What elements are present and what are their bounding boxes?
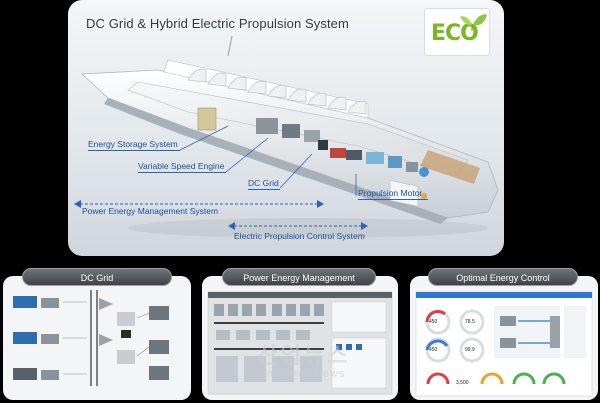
dashboard-value-4: 99.9 <box>465 347 475 353</box>
dashboard-value-3: 450 <box>429 347 438 353</box>
eco-badge-text: ECO <box>431 21 479 46</box>
callout-electric-propulsion-control: Electric Propulsion Control System <box>234 231 365 241</box>
callout-variable-speed-engine: Variable Speed Engine <box>138 161 225 171</box>
ship-illustration <box>81 35 499 238</box>
callout-propulsion-motor: Propulsion Motor <box>358 188 423 198</box>
dashboard-value-5: 3,500 <box>456 380 469 386</box>
power-management-screen <box>207 291 393 395</box>
dashboard-value-1: 450 <box>429 319 438 325</box>
watermark-english: Industry News <box>262 368 346 380</box>
leader-line-propulsion-motor <box>355 174 357 196</box>
eco-badge: ECO <box>424 8 490 56</box>
leader-line-variable-speed-engine <box>225 137 269 173</box>
panel-title-optimal-energy-control: Optimal Energy Control <box>428 268 578 286</box>
hero-diagram-panel: DC Grid & Hybrid Electric Propulsion Sys… <box>68 0 504 256</box>
panel-title-dc-grid: DC Grid <box>22 268 172 286</box>
callout-dc-grid: DC Grid <box>248 178 279 188</box>
panel-title-power-energy-management: Power Energy Management <box>222 268 376 286</box>
dashboard-value-2: 78.5 <box>465 319 475 325</box>
leader-line-dc-grid <box>279 153 313 189</box>
callout-energy-storage: Energy Storage System <box>88 139 178 149</box>
callout-line-energy-storage <box>88 150 180 151</box>
power-energy-management-panel <box>202 276 398 400</box>
leader-line-energy-storage <box>179 125 229 151</box>
energy-dashboard-screen <box>415 291 593 397</box>
dc-grid-schematic <box>13 290 169 386</box>
watermark-korean: 산업뉴스 <box>257 344 351 369</box>
range-arrow-power-energy-management <box>74 200 324 208</box>
callout-line-propulsion-motor <box>358 199 428 200</box>
leaf-icon <box>460 14 487 31</box>
diagram-title: DC Grid & Hybrid Electric Propulsion Sys… <box>86 16 349 31</box>
dc-grid-panel <box>3 276 191 400</box>
optimal-energy-control-panel: 450 450 78.5 99.9 3,500 <box>410 276 598 400</box>
callout-line-dc-grid <box>248 189 280 190</box>
callout-power-energy-management: Power Energy Management System <box>82 206 219 216</box>
range-arrow-electric-propulsion-control <box>228 222 368 230</box>
callout-line-variable-speed-engine <box>138 172 226 173</box>
